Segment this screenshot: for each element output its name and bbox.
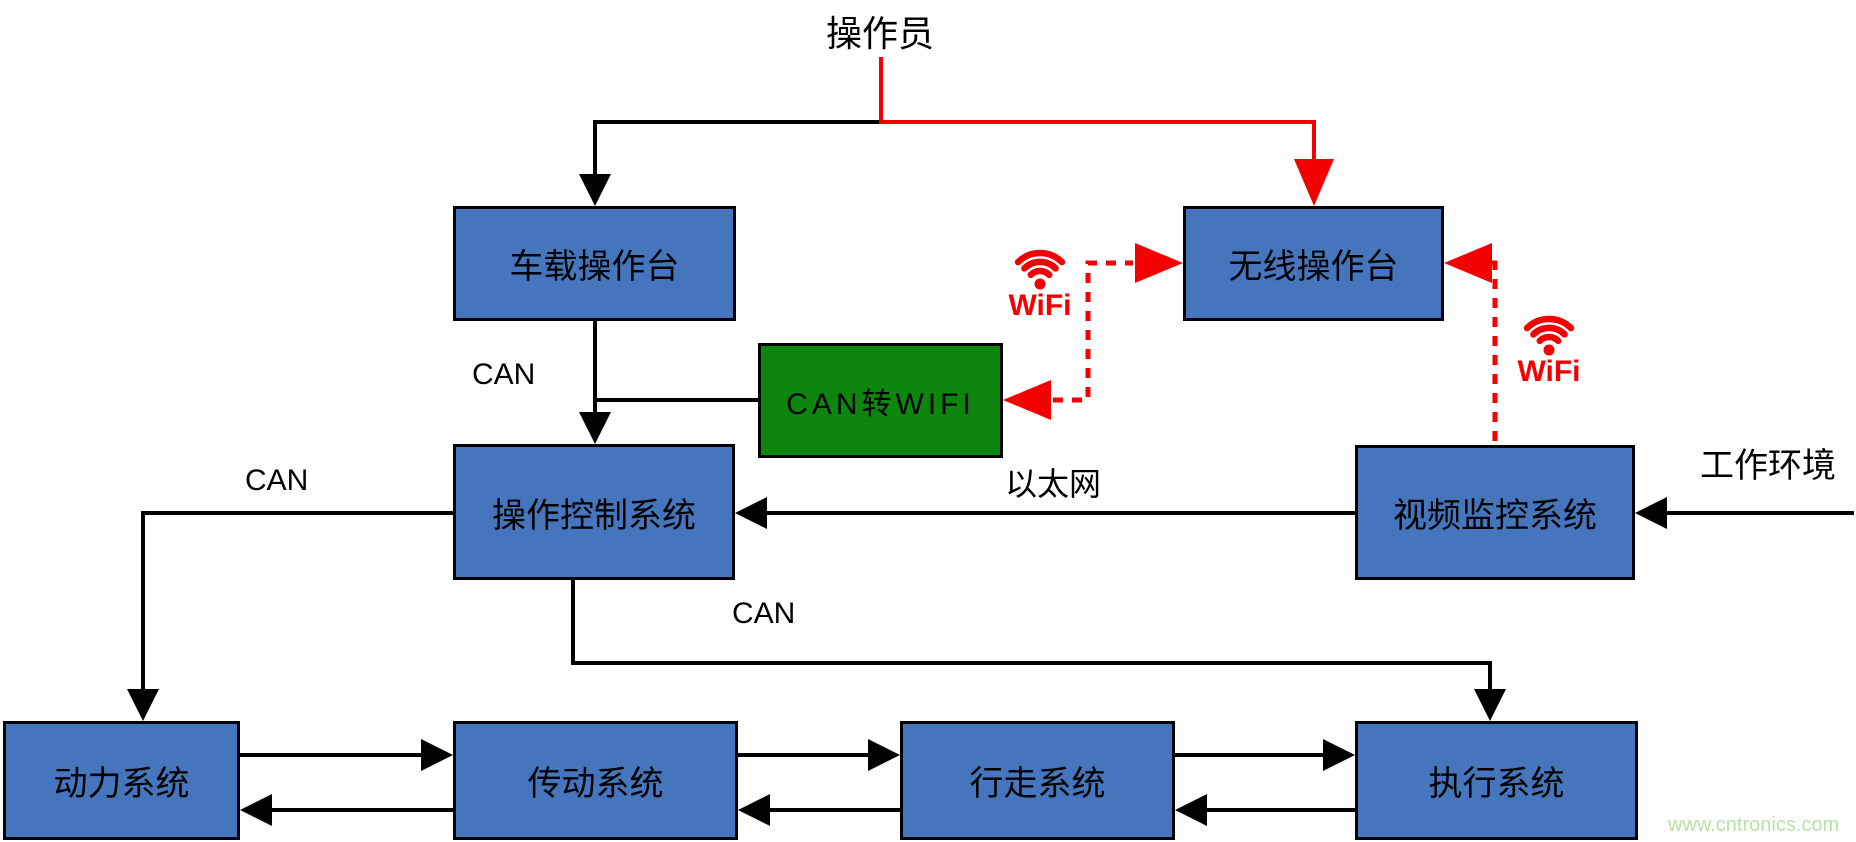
arrowhead-down-control-system [579, 412, 611, 444]
edge-wifi-video-wireless [1492, 260, 1498, 445]
wifi-icon: WiFi [1517, 315, 1581, 388]
arrowhead-down-vehicle-console [579, 174, 611, 206]
node-vehicle-console: 车载操作台 [453, 206, 736, 321]
arrowhead-down-wireless-console [1294, 159, 1334, 206]
node-operation-control-system: 操作控制系统 [453, 444, 735, 580]
edge-control-to-power [141, 511, 453, 689]
node-execution-system: 执行系统 [1355, 721, 1638, 840]
edge-control-to-execution [571, 580, 1492, 689]
node-power-system: 动力系统 [3, 721, 240, 840]
arrowhead-right-execution [1323, 739, 1355, 771]
arrowhead-right-walking [868, 739, 900, 771]
arrowhead-left-wireless-console [1444, 243, 1492, 283]
node-wireless-console: 无线操作台 [1183, 206, 1444, 321]
wifi-label: WiFi [1008, 289, 1071, 322]
node-can-to-wifi-converter: CAN转WIFI [758, 343, 1003, 458]
arrowhead-down-power-system [127, 689, 159, 721]
arrowhead-right-transmission [421, 739, 453, 771]
arrowhead-left-power [240, 794, 272, 826]
arrowhead-left-control-system [735, 497, 767, 529]
arrowhead-left-transmission [738, 794, 770, 826]
wifi-label: WiFi [1517, 355, 1580, 388]
arrowhead-left-video-system [1635, 497, 1667, 529]
can-bus-label-left: CAN [245, 464, 309, 497]
site-watermark: www.cntronics.com [1668, 814, 1840, 836]
arrowhead-left-walking [1175, 794, 1207, 826]
wifi-icon: WiFi [1008, 249, 1072, 322]
operator-label: 操作员 [826, 13, 935, 54]
arrowhead-left-can-wifi [1003, 380, 1051, 420]
node-transmission-system: 传动系统 [453, 721, 738, 840]
arrowhead-down-execution-system [1474, 689, 1506, 721]
node-walking-system: 行走系统 [900, 721, 1175, 840]
ethernet-label: 以太网 [1005, 466, 1102, 502]
can-bus-label-top: CAN [472, 358, 536, 391]
edge-wifi-canwifi-wireless [1053, 260, 1133, 403]
can-bus-label-bottom: CAN [732, 597, 796, 630]
arrowhead-right-wireless-console [1135, 243, 1183, 283]
node-video-monitoring-system: 视频监控系统 [1355, 445, 1635, 580]
edge-operator-to-wireless-console [879, 57, 1316, 160]
edge-operator-to-vehicle-console [593, 120, 881, 176]
work-environment-label: 工作环境 [1700, 447, 1836, 485]
